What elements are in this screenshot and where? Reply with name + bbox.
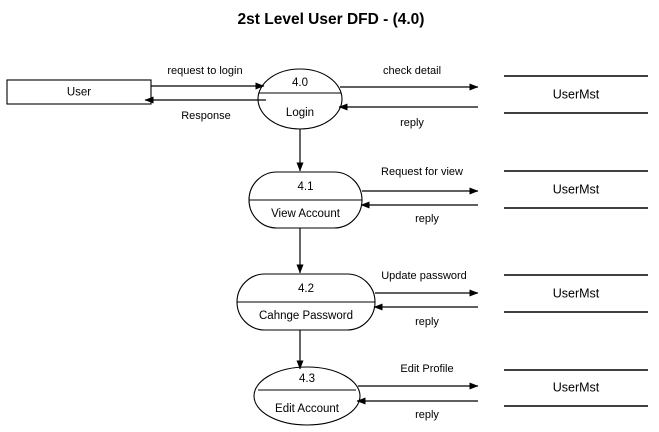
flow-update-password-label: Update password bbox=[381, 270, 467, 282]
external-entity-user: User bbox=[6, 79, 152, 105]
process-4-1-number: 4.1 bbox=[298, 181, 314, 193]
flow-reply-view-account: reply bbox=[360, 201, 478, 225]
data-store-2-usermst: UserMst bbox=[504, 170, 648, 209]
diagram-title: 2st Level User DFD - (4.0) bbox=[238, 11, 425, 28]
flow-reply-change-password-label: reply bbox=[415, 316, 439, 328]
flow-response: Response bbox=[144, 96, 266, 122]
process-4-1-view-account: 4.1 View Account bbox=[248, 171, 363, 229]
data-store-1-label: UserMst bbox=[553, 87, 600, 101]
flow-edit-profile: Edit Profile bbox=[358, 363, 479, 390]
flow-reply-edit-account: reply bbox=[356, 397, 478, 421]
process-4-1-name: View Account bbox=[271, 208, 341, 220]
process-4-2-number: 4.2 bbox=[298, 283, 314, 295]
data-store-3-label: UserMst bbox=[553, 286, 600, 300]
data-store-4-usermst: UserMst bbox=[504, 369, 648, 407]
process-4-3-shape bbox=[253, 366, 361, 426]
process-4-2-name: Cahnge Password bbox=[259, 310, 353, 322]
flow-reply-view-account-label: reply bbox=[415, 213, 439, 225]
flow-check-detail-label: check detail bbox=[383, 65, 441, 77]
flow-check-detail: check detail bbox=[340, 65, 479, 91]
process-4-3-number: 4.3 bbox=[299, 373, 315, 385]
external-entity-user-box bbox=[6, 79, 152, 105]
flow-reply-change-password: reply bbox=[373, 303, 478, 328]
data-store-1-usermst: UserMst bbox=[504, 75, 648, 114]
external-entity-user-label: User bbox=[67, 87, 91, 99]
flow-edit-profile-label: Edit Profile bbox=[400, 363, 453, 375]
flow-response-label: Response bbox=[181, 110, 231, 122]
flow-request-for-view: Request for view bbox=[362, 166, 479, 195]
flow-reply-login-label: reply bbox=[400, 117, 424, 129]
process-4-3-name: Edit Account bbox=[275, 403, 340, 415]
data-store-3-usermst: UserMst bbox=[504, 274, 648, 313]
flow-update-password: Update password bbox=[375, 270, 479, 297]
flow-reply-login: reply bbox=[338, 103, 478, 129]
flow-request-to-login: request to login bbox=[151, 65, 265, 90]
flow-request-to-login-label: request to login bbox=[167, 65, 242, 77]
process-4-2-change-password: 4.2 Cahnge Password bbox=[236, 273, 376, 331]
process-4-0-number: 4.0 bbox=[292, 77, 308, 89]
process-4-0-name: Login bbox=[286, 107, 314, 119]
flow-request-for-view-label: Request for view bbox=[381, 166, 463, 178]
data-store-4-label: UserMst bbox=[553, 380, 600, 394]
flow-reply-edit-account-label: reply bbox=[415, 409, 439, 421]
process-4-0-login: 4.0 Login bbox=[257, 68, 343, 130]
data-store-2-label: UserMst bbox=[553, 182, 600, 196]
process-4-3-edit-account: 4.3 Edit Account bbox=[253, 366, 361, 426]
